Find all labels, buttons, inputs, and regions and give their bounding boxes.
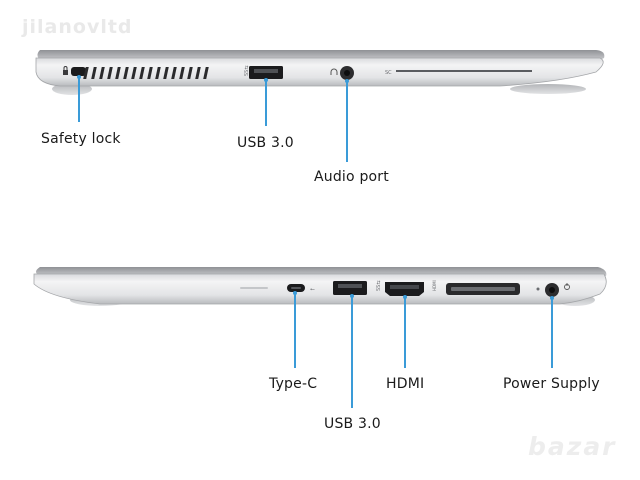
sd-marking: SC: [385, 70, 392, 76]
top-callouts: [77, 75, 349, 162]
chassis-side: [35, 57, 604, 87]
laptop-bottom-view: ⭠ SS⇆ HDMI: [33, 267, 607, 306]
label-usb-bottom: USB 3.0: [324, 416, 381, 432]
label-audio-port: Audio port: [314, 169, 389, 185]
power-icon: [564, 283, 570, 290]
sd-card-slot: [396, 70, 532, 72]
watermark-bottom: bazar: [528, 432, 617, 461]
vent-grille: [83, 67, 209, 79]
chassis-side-b: [33, 273, 607, 305]
usb-ss-marking-b: SS⇆: [376, 280, 382, 291]
lock-icon: [63, 66, 68, 75]
usb-symbol-icon: ⭠: [310, 286, 315, 293]
laptop-top-view: SS⇆ SC: [35, 50, 605, 95]
label-hdmi: HDMI: [386, 376, 425, 392]
indicator-strip: [240, 287, 268, 289]
label-usb-top: USB 3.0: [237, 135, 294, 151]
rubber-foot-right: [510, 84, 586, 94]
hdmi-marking: HDMI: [432, 280, 437, 291]
usb-ss-marking: SS⇆: [244, 65, 250, 76]
label-type-c: Type-C: [269, 376, 318, 392]
lid-edge: [37, 50, 605, 60]
watermark-top: jilanovltd: [22, 16, 133, 38]
headset-icon: [330, 68, 338, 75]
power-led: [536, 287, 540, 291]
bottom-callouts: [293, 291, 554, 408]
safety-lock-slot: [71, 67, 86, 76]
label-safety-lock: Safety lock: [41, 131, 121, 147]
label-power-supply: Power Supply: [503, 376, 600, 392]
